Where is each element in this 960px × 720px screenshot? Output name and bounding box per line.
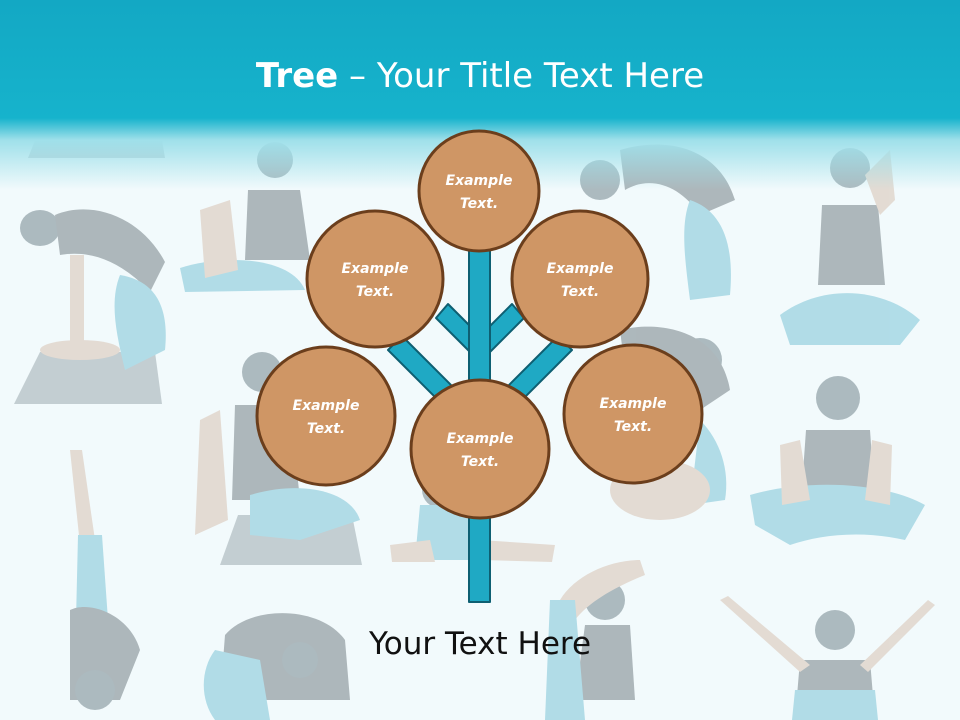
tree-node-circle bbox=[510, 209, 650, 349]
tree-node-circle bbox=[409, 378, 551, 520]
tree-node-label-line1: Example bbox=[600, 396, 667, 412]
tree-node-label-line2: Text. bbox=[356, 284, 394, 300]
tree-node-circle bbox=[562, 343, 704, 485]
tree-node-label-line2: Text. bbox=[307, 421, 345, 437]
tree-node-circle bbox=[255, 345, 397, 487]
tree-nodes: ExampleText.ExampleText.ExampleText.Exam… bbox=[255, 129, 704, 520]
tree-node-circle bbox=[417, 129, 541, 253]
tree-node-label-line2: Text. bbox=[461, 454, 499, 470]
tree-node-label-line1: Example bbox=[293, 398, 360, 414]
caption-text: Your Text Here bbox=[368, 626, 592, 662]
tree-node-label-line1: Example bbox=[342, 261, 409, 277]
title-bold: Tree bbox=[255, 56, 339, 96]
tree-node-label-line2: Text. bbox=[561, 284, 599, 300]
title-separator: – bbox=[338, 56, 377, 96]
slide-title: Tree – Your Title Text Here bbox=[0, 54, 960, 98]
tree-node-circle bbox=[305, 209, 445, 349]
tree-node-label-line2: Text. bbox=[614, 419, 652, 435]
tree-node-label-line1: Example bbox=[446, 173, 513, 189]
tree-node-label-line1: Example bbox=[447, 431, 514, 447]
title-rest: Your Title Text Here bbox=[376, 56, 705, 96]
tree-node-label-line1: Example bbox=[547, 261, 614, 277]
tree-node-label-line2: Text. bbox=[460, 196, 498, 212]
